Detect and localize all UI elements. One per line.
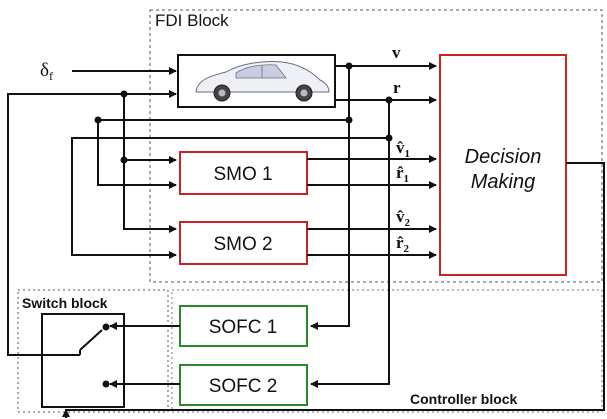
sofc2-label: SOFC 2: [209, 376, 278, 397]
switch-block-label: Switch block: [22, 295, 108, 311]
signal-label-v: v: [392, 43, 401, 62]
signal-wiring: [7, 62, 605, 418]
sofc1-block: [179, 305, 308, 347]
decision-making-block: [439, 54, 567, 276]
car-icon: [195, 61, 330, 102]
controller-block-region: [171, 289, 603, 413]
smo1-label: SMO 1: [213, 164, 272, 185]
decision-label-line1: Decision: [465, 146, 542, 168]
signal-label-r1-hat: r̂1: [396, 163, 409, 185]
switch-lever: [79, 329, 103, 351]
junction-dots: [94, 62, 393, 164]
fdi-block-region: [149, 9, 603, 283]
signal-label-r: r: [393, 78, 401, 97]
signal-label-v1-hat: v̂1: [396, 138, 410, 160]
switch-box: [41, 313, 125, 408]
sofc1-label: SOFC 1: [209, 317, 278, 338]
fdi-block-label: FDI Block: [155, 11, 229, 30]
controller-block-label: Controller block: [410, 391, 518, 407]
signal-label-v2-hat: v̂2: [396, 207, 411, 229]
signal-label-delta-f: δf: [40, 60, 53, 83]
switch-contact-2: [102, 380, 110, 388]
decision-label-line2: Making: [471, 171, 535, 193]
signal-label-r2-hat: r̂2: [396, 233, 410, 255]
switch-contact-1: [102, 323, 110, 331]
switch-block-region: [17, 289, 169, 413]
smo2-block: [179, 221, 308, 265]
smo2-label: SMO 2: [213, 234, 272, 255]
smo1-block: [179, 151, 308, 195]
